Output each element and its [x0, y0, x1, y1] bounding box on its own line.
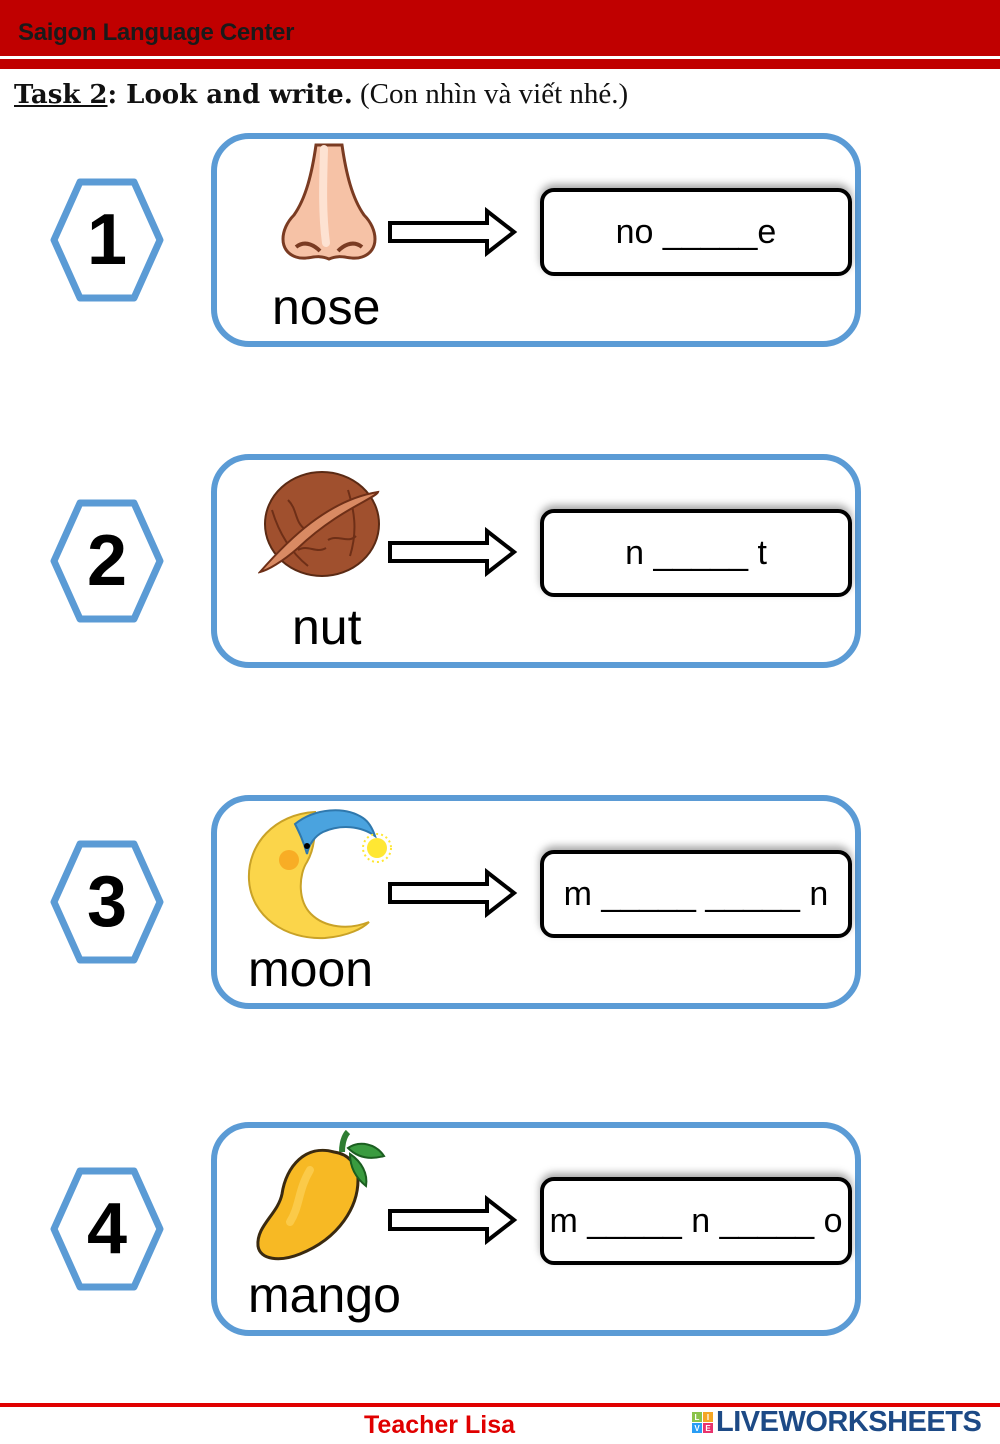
- nut-icon: [258, 471, 380, 577]
- liveworksheets-logo[interactable]: L I V E LIVEWORKSHEETS: [692, 1406, 982, 1439]
- moon-icon: [247, 809, 392, 940]
- number-label: 2: [86, 521, 128, 601]
- header-stripe-divider: [0, 59, 1000, 69]
- word-label-1: nose: [272, 279, 381, 335]
- arrow-right-icon: [388, 1195, 518, 1245]
- footer-teacher-name: Teacher Lisa: [364, 1411, 516, 1439]
- word-label-4: mango: [248, 1267, 401, 1323]
- task-instruction: Task 2: Look and write. (Con nhìn và viế…: [14, 78, 628, 111]
- arrow-right-icon: [388, 868, 518, 918]
- arrow-right-icon: [388, 527, 518, 577]
- number-label: 3: [86, 862, 128, 942]
- task-label: Task 2: [14, 80, 108, 110]
- logo-cell: E: [703, 1423, 713, 1433]
- number-badge-3: 3: [50, 840, 164, 964]
- number-label: 1: [86, 200, 128, 280]
- answer-box-1[interactable]: no _____e: [540, 188, 852, 276]
- nose-icon: [281, 143, 377, 261]
- brand-text: LIVEWORKSHEETS: [716, 1406, 982, 1438]
- logo-cell: V: [692, 1423, 702, 1433]
- number-label: 4: [86, 1189, 128, 1269]
- logo-cell: L: [692, 1412, 702, 1422]
- word-label-2: nut: [292, 599, 362, 655]
- answer-box-2[interactable]: n _____ t: [540, 509, 852, 597]
- task-translation: (Con nhìn và viết nhé.): [352, 78, 629, 110]
- mango-icon: [256, 1130, 386, 1261]
- word-label-3: moon: [248, 941, 374, 997]
- number-badge-1: 1: [50, 178, 164, 302]
- arrow-right-icon: [388, 207, 518, 257]
- header-bar: Saigon Language Center: [0, 0, 1000, 56]
- answer-box-4[interactable]: m _____ n _____ o: [540, 1177, 852, 1265]
- number-badge-2: 2: [50, 499, 164, 623]
- task-colon: :: [107, 80, 118, 110]
- live-grid-icon: L I V E: [692, 1412, 713, 1433]
- footer-divider: [0, 1403, 1000, 1407]
- logo-cell: I: [703, 1412, 713, 1422]
- answer-box-3[interactable]: m _____ _____ n: [540, 850, 852, 938]
- header-title: Saigon Language Center: [18, 19, 295, 46]
- task-text: Look and write.: [117, 80, 353, 110]
- number-badge-4: 4: [50, 1167, 164, 1291]
